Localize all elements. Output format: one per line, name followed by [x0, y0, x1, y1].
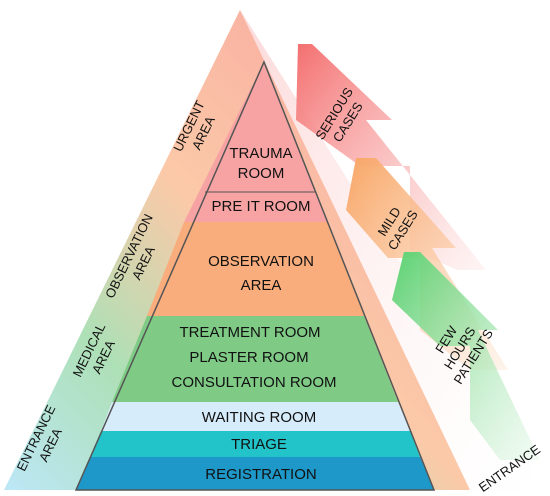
observation-label-line1: OBSERVATION: [208, 253, 314, 270]
triage-label: TRIAGE: [231, 436, 287, 453]
band-waiting: [101, 402, 410, 431]
band-observation: [147, 222, 364, 316]
band-medical: [112, 316, 398, 402]
band-registration: [76, 457, 434, 490]
medical-label-line1: TREATMENT ROOM: [179, 324, 320, 341]
urgent-label-line1: TRAUMA: [229, 145, 292, 162]
registration-label: REGISTRATION: [205, 466, 316, 483]
arrow-serious-cases: [296, 44, 486, 270]
arrow-few-hours-patients: [392, 252, 540, 460]
medical-label-line2: PLASTER ROOM: [189, 349, 308, 366]
pre-it-room-label: PRE IT ROOM: [212, 198, 311, 215]
band-urgent: [184, 62, 327, 222]
band-triage: [90, 431, 420, 457]
urgent-label-line2: ROOM: [238, 165, 285, 182]
pyramid-outline: [74, 60, 436, 491]
observation-label-line2: AREA: [241, 277, 282, 294]
waiting-room-label: WAITING ROOM: [202, 409, 316, 426]
medical-label-line3: CONSULTATION ROOM: [172, 374, 337, 391]
